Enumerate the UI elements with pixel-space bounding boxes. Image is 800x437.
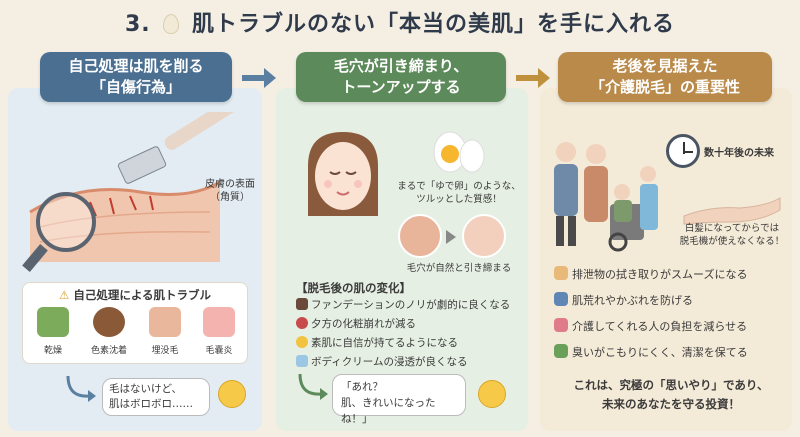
folliculitis-icon [203,307,235,337]
trouble-label: 埋没毛 [151,346,179,356]
list-item: 臭いがこもりにくく、清潔を保てる [554,340,790,366]
heart-hands-icon [554,318,568,332]
clock-icon [296,317,308,329]
care-point-text: 介護してくれる人の負担を減らせる [572,320,748,333]
heading-line1: 毛穴が引き締まり、 [333,57,469,75]
smile-icon [296,336,308,348]
care-point-text: 肌荒れやかぶれを防げる [572,294,693,307]
shield-icon [554,292,568,306]
heading-care-hair-removal: 老後を見据えた 「介護脱毛」の重要性 [558,52,772,102]
trouble-item-dryness: 乾燥 [27,307,79,356]
change-text: ファンデーションのノリが劇的に良くなる [311,299,511,311]
heading-line2: 「自傷行為」 [90,78,181,96]
curved-arrow-icon [66,375,96,402]
conclusion-line2: 未来のあなたを守る投資！ [602,397,740,411]
gray-caption-line2: 脱毛機が使えなくなる！ [679,236,785,247]
trouble-item-pigment: 色素沈着 [83,307,135,356]
woman-face-illustration [308,132,378,216]
page-title: 3. 肌トラブルのない「本当の美肌」を手に入れる [0,6,800,40]
elderly-care-illustration [554,142,658,252]
future-label: 数十年後の未来 [704,148,774,159]
open-hand-illustration [683,197,781,225]
arrow-right-icon [242,68,276,88]
speech-line2: 肌、きれいになったね！」 [341,397,436,425]
heading-pore-tone-up: 毛穴が引き締まり、 トーンアップする [296,52,506,102]
boiled-egg-icon [433,131,485,173]
list-item: 介護してくれる人の負担を減らせる [554,314,790,340]
speech-line1: 毛はないけど、 [109,383,182,395]
changes-list: ファンデーションのノリが劇的に良くなる 夕方の化粧崩れが減る 素肌に自信が持てる… [296,296,524,372]
ingrown-hair-icon [149,307,181,337]
curved-arrow-icon [298,373,328,400]
pores-before-icon [398,214,442,258]
care-point-text: 排泄物の拭き取りがスムーズになる [572,268,748,281]
trouble-item-folliculitis: 毛嚢炎 [193,307,245,356]
arrow-right-icon [516,68,550,88]
gray-hair-caption: 白髪になってからでは 脱毛機が使えなくなる！ [668,222,796,248]
cream-bottle-icon [296,355,308,367]
changes-title: 【脱毛後の肌の変化】 [296,281,411,295]
trouble-label: 毛嚢炎 [205,346,233,356]
trouble-label: 色素沈着 [90,346,127,356]
speech-bubble-compliment: 「あれ？ 肌、きれいになったね！」 [332,374,466,425]
makeup-brush-icon [296,298,308,310]
surprised-face-icon [478,380,506,408]
skin-surface-label: 皮膚の表面 （角質） [200,178,260,204]
list-item: 肌荒れやかぶれを防げる [554,288,790,314]
skin-trouble-box: ⚠ 自己処理による肌トラブル 乾燥 色素沈着 埋没毛 毛嚢炎 [22,282,248,364]
trouble-label: 乾燥 [43,346,62,356]
pigment-icon [93,307,125,337]
trouble-title-text: 自己処理による肌トラブル [73,288,211,302]
trouble-item-ingrown: 埋没毛 [139,307,191,356]
heading-line1: 自己処理は肌を削る [68,57,204,75]
clock-icon [666,134,700,168]
conclusion-text: これは、究極の「思いやり」であり、 未来のあなたを守る投資！ [552,376,790,414]
conclusion-line1: これは、究極の「思いやり」であり、 [573,378,769,392]
razor-skin-illustration [22,112,236,272]
trouble-title: ⚠ 自己処理による肌トラブル [23,287,247,303]
skin-label-line2: （角質） [210,192,250,203]
speech-line1: 「あれ？ [341,381,383,393]
speech-line2: 肌はボロボロ…… [109,398,193,410]
hand-icon [554,266,568,280]
change-text: 夕方の化粧崩れが減る [311,318,416,330]
arrow-right-icon [446,230,456,244]
egg-caption-line2: ツルッとした質感！ [416,194,502,205]
egg-caption: まるで「ゆで卵」のような、 ツルッとした質感！ [396,180,522,206]
title-text: 肌トラブルのない「本当の美肌」を手に入れる [192,12,676,37]
heading-line2: トーンアップする [341,78,461,96]
list-item: 夕方の化粧崩れが減る [296,315,524,334]
gray-caption-line1: 白髪になってからでは [684,223,780,234]
cactus-icon [37,307,69,337]
heading-self-treatment: 自己処理は肌を削る 「自傷行為」 [40,52,232,102]
speech-bubble-damaged: 毛はないけど、 肌はボロボロ…… [102,378,210,416]
list-item: ボディクリームの浸透が良くなる [296,353,524,372]
crying-face-icon [218,380,246,408]
pores-after-icon [462,214,506,258]
change-text: ボディクリームの浸透が良くなる [311,356,468,368]
care-points-list: 排泄物の拭き取りがスムーズになる 肌荒れやかぶれを防げる 介護してくれる人の負担… [554,262,790,366]
title-number: 3. [124,12,151,37]
egg-icon [163,14,180,34]
pore-caption: 毛穴が自然と引き締まる [406,263,512,274]
egg-caption-line1: まるで「ゆで卵」のような、 [397,181,521,192]
care-point-text: 臭いがこもりにくく、清潔を保てる [572,346,748,359]
list-item: 素肌に自信が持てるようになる [296,334,524,353]
heading-line1: 老後を見据えた [612,57,718,75]
warning-icon: ⚠ [59,288,70,302]
leaf-icon [554,344,568,358]
list-item: 排泄物の拭き取りがスムーズになる [554,262,790,288]
heading-line2: 「介護脱毛」の重要性 [589,78,740,96]
change-text: 素肌に自信が持てるようになる [311,337,458,349]
skin-label-line1: 皮膚の表面 [205,179,255,190]
list-item: ファンデーションのノリが劇的に良くなる [296,296,524,315]
